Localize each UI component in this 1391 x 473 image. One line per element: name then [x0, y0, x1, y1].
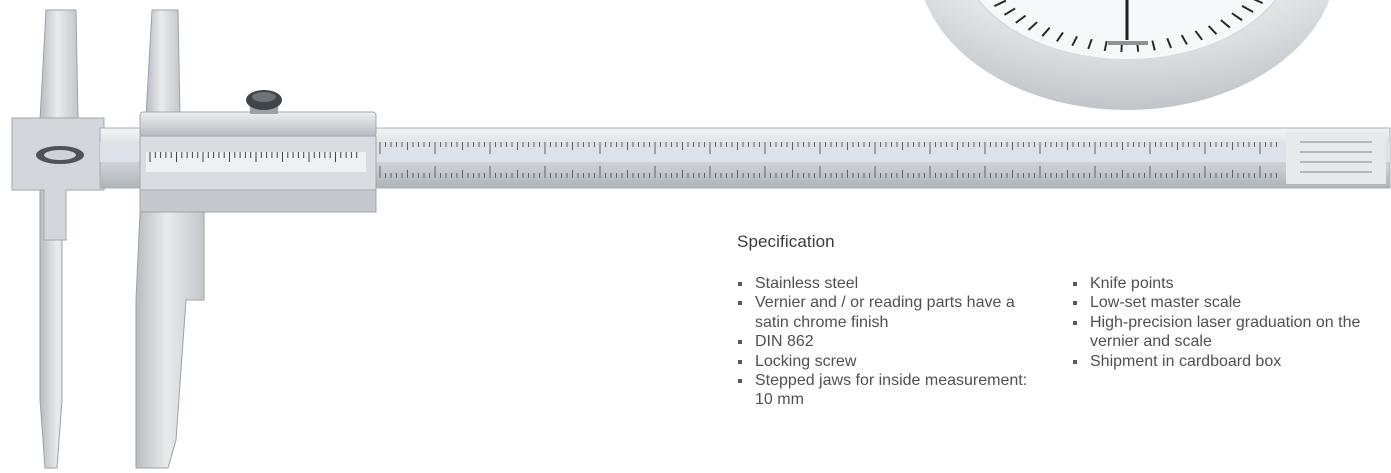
locking-screw-icon: [246, 90, 282, 114]
list-item: Locking screw: [737, 352, 1037, 371]
scale-tick: [1003, 7, 1016, 16]
list-item: Knife points: [1072, 274, 1372, 293]
list-item: Vernier and / or reading parts have a sa…: [737, 293, 1037, 332]
scale-tick: [1220, 19, 1231, 29]
scale-tick: [1027, 21, 1038, 31]
vernier-caliper-icon: [11, 9, 1391, 469]
dial-gauge-icon: [924, 0, 1330, 110]
list-item: Shipment in cardboard box: [1072, 352, 1372, 371]
scale-tick: [1015, 14, 1027, 24]
specification-heading: Specification: [737, 232, 835, 251]
list-item: Stainless steel: [737, 274, 1037, 293]
scale-tick: [993, 0, 1007, 8]
specification-list-left: Stainless steel Vernier and / or reading…: [737, 274, 1037, 410]
scale-tick: [1103, 40, 1108, 52]
scale-tick: [1087, 38, 1093, 50]
specification-list-right: Knife points Low-set master scale High-p…: [1072, 274, 1372, 371]
scale-tick: [1241, 4, 1254, 13]
scale-tick: [1180, 34, 1188, 45]
scale-tick: [1056, 31, 1064, 43]
scale-tick: [1071, 35, 1078, 47]
list-item: Low-set master scale: [1072, 293, 1372, 312]
scale-tick: [1041, 27, 1051, 37]
scale-tick: [1253, 0, 1264, 5]
scale-tick: [1231, 12, 1243, 22]
scale-tick: [1207, 25, 1218, 35]
scale-tick: [1194, 30, 1203, 41]
scale-tick: [1166, 37, 1173, 49]
scale-tick: [1151, 40, 1156, 51]
list-item: High-precision laser graduation on the v…: [1072, 313, 1372, 352]
list-item: DIN 862: [737, 332, 1037, 351]
list-item: Stepped jaws for inside measurement: 10 …: [737, 371, 1037, 410]
